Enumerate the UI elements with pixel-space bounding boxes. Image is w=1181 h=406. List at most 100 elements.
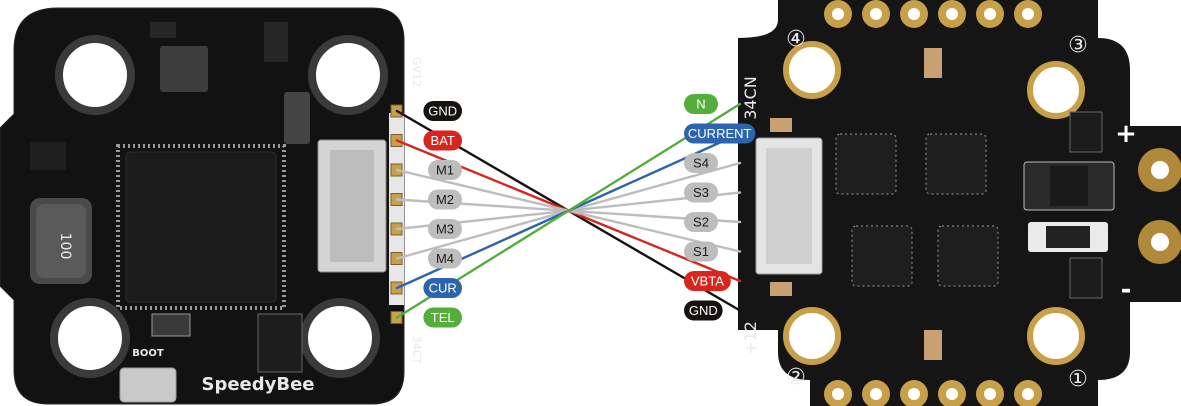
fc-pin-label-pill — [423, 101, 462, 121]
flight-controller-board: 100 GV12 34CT BOOT SpeedyBee — [0, 7, 423, 405]
component — [284, 92, 310, 144]
fc-pin-label-text: M4 — [436, 251, 454, 266]
esc-board: + - 34CN +12 ④ ③ ② ① — [738, 0, 1181, 406]
fc-pin-label-bat: BAT — [423, 130, 462, 151]
regulator-chip — [160, 46, 208, 92]
battery-pad-negative — [1138, 220, 1181, 264]
component — [924, 330, 942, 360]
fc-pin-label-m3: M3 — [428, 219, 462, 239]
mcu-chip — [125, 151, 277, 303]
esc-pin-label-s3: S3 — [684, 182, 718, 203]
motor-number-1: ① — [1068, 367, 1088, 392]
esc-pin-label-text: S4 — [693, 156, 709, 171]
motor-number-3: ③ — [1068, 33, 1088, 58]
motor-pad-hole — [870, 388, 882, 400]
boot-label: BOOT — [132, 348, 164, 359]
motor-pad-hole — [908, 388, 920, 400]
plus-label: + — [1115, 119, 1137, 149]
fc-pin-label-m4: M4 — [428, 248, 462, 269]
component — [770, 282, 792, 296]
esc-pin-label-text: N — [696, 97, 705, 112]
component — [1069, 257, 1103, 299]
esc-pin-label-text: GND — [689, 303, 718, 318]
esc-pin-label-s4: S4 — [684, 153, 718, 173]
mounting-hole — [783, 41, 841, 99]
fc-pin-label-text: M3 — [436, 222, 454, 237]
fc-pin-label-pill — [423, 130, 462, 151]
fc-pin-label-text: BAT — [431, 133, 455, 148]
component — [257, 313, 303, 373]
motor-pad-hole — [870, 8, 882, 20]
esc-pin-label-pill — [684, 123, 756, 144]
esc-pin-label-current: CURRENT — [684, 123, 756, 144]
fc-pin-label-m2: M2 — [428, 189, 462, 210]
battery-pad-positive — [1138, 148, 1181, 192]
esc-pin-label-pill — [684, 241, 718, 262]
esc-pin-label-gnd: GND — [684, 300, 723, 321]
fc-connector-label-top: GV12 — [410, 57, 423, 87]
boot-button — [119, 367, 177, 403]
driver-chip — [851, 225, 913, 287]
esc-pin-label-pill — [684, 300, 723, 321]
esc-pin-label-s2: S2 — [684, 212, 718, 232]
component — [770, 118, 792, 132]
motor-pad-row-top — [824, 0, 1042, 28]
fc-pin-label-pill — [428, 189, 462, 210]
motor-pad-hole — [1022, 388, 1034, 400]
component — [30, 142, 66, 170]
motor-pad-hole — [832, 388, 844, 400]
esc-pin-label-pill — [684, 182, 718, 203]
esc-pin-label-text: CURRENT — [688, 126, 752, 141]
esc-pin-label-pill — [684, 94, 718, 114]
fc-pin-label-pill — [423, 307, 462, 328]
esc-pin-label-text: S2 — [693, 215, 709, 230]
mounting-hole — [55, 35, 135, 115]
motor-pad-hole — [946, 8, 958, 20]
fc-pin-label-pill — [428, 160, 462, 180]
inductor-label: 100 — [57, 233, 73, 260]
motor-pad-hole — [984, 388, 996, 400]
esc-pin-label-pill — [684, 153, 718, 173]
esc-pin-label-text: VBTA — [691, 274, 724, 289]
driver-chip — [925, 133, 987, 195]
esc-pin-label-n: N — [684, 94, 718, 114]
motor-number-2: ② — [786, 365, 806, 390]
mounting-hole — [1027, 307, 1085, 365]
motor-pad-hole — [946, 388, 958, 400]
esc-pin-label-text: S3 — [693, 185, 709, 200]
inductor: 100 — [30, 198, 92, 284]
motor-pad-hole — [984, 8, 996, 20]
motor-pad-hole — [908, 8, 920, 20]
component — [264, 22, 288, 62]
fc-pin-label-text: M1 — [436, 163, 454, 178]
esc-pin-label-vbta: VBTA — [684, 271, 731, 291]
component — [150, 22, 176, 38]
esc-pin-label-text: S1 — [693, 244, 709, 259]
brand-logo: SpeedyBee — [201, 374, 314, 395]
esc-pin-label-pill — [684, 212, 718, 232]
fc-pin-label-m1: M1 — [428, 160, 462, 180]
fc-pin-label-text: GND — [428, 104, 457, 119]
component — [924, 48, 942, 78]
mounting-hole — [300, 298, 380, 378]
esc-pin-label-s1: S1 — [684, 241, 718, 262]
component — [1069, 111, 1103, 153]
fc-pin-label-text: TEL — [431, 310, 455, 325]
minus-label: - — [1121, 275, 1132, 305]
fc-pin-label-pill — [423, 278, 462, 298]
motor-pad-row-bottom — [824, 380, 1042, 406]
fc-pin-label-pill — [428, 248, 462, 269]
motor-number-4: ④ — [786, 27, 806, 52]
fc-connector-label-bottom: 34CT — [410, 336, 423, 365]
mounting-hole — [1027, 61, 1085, 119]
fc-pin-label-gnd: GND — [423, 101, 462, 121]
motor-pad-hole — [832, 8, 844, 20]
motor-pad-hole — [1022, 8, 1034, 20]
esc-pin-label-pill — [684, 271, 731, 291]
mounting-hole — [783, 307, 841, 365]
esc-connector-label-top: 34CN — [741, 76, 760, 120]
fc-pin-label-tel: TEL — [423, 307, 462, 328]
fc-pin-label-text: CUR — [429, 281, 457, 296]
